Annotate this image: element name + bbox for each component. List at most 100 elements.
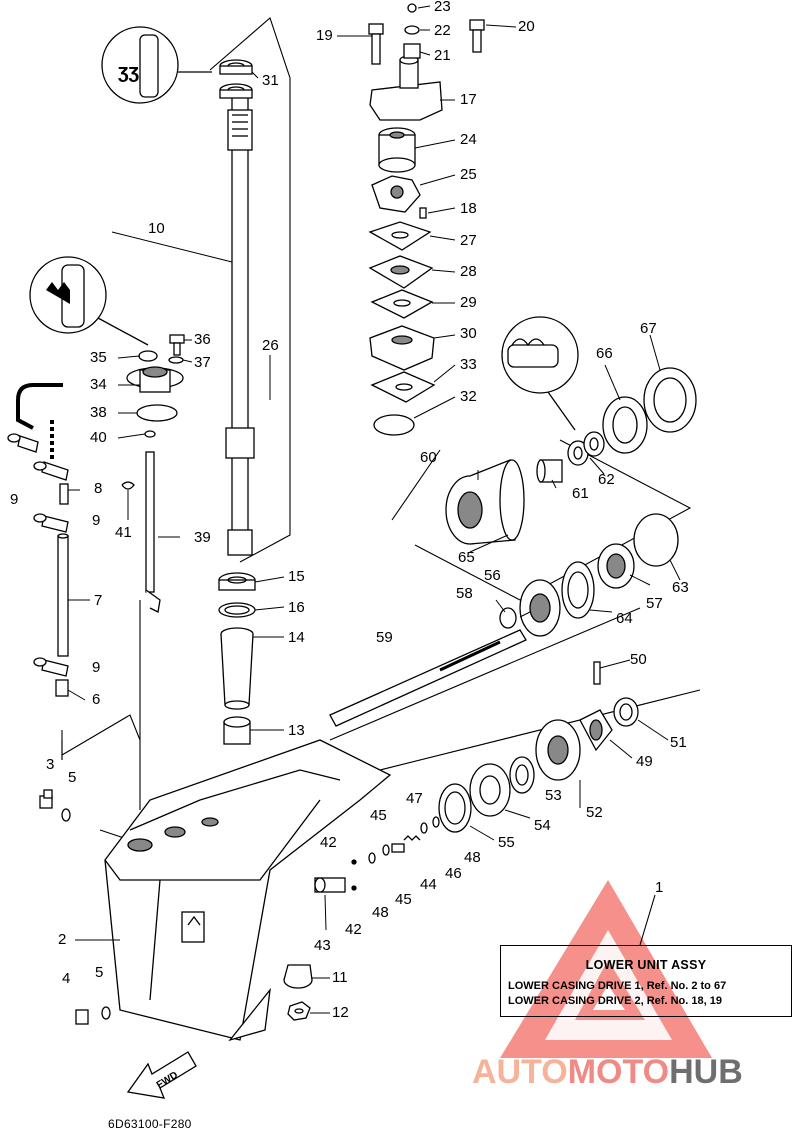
callout-46: 46 [445,865,462,882]
pump-base-30 [369,325,435,371]
callout-39: 39 [194,529,211,546]
callout-49: 49 [636,753,653,770]
o-ring-38 [136,404,178,422]
callout-leader-lines [67,5,681,1014]
impeller-25 [371,175,421,213]
gasket-27 [368,221,432,251]
sealant-symbol-icon: ʒʒ [101,26,212,104]
bolt-36 [169,334,185,356]
pump-housing-17 [369,55,443,121]
washer-5 [61,808,111,1020]
callout-35: 35 [90,349,107,366]
bushing-35 [138,350,158,362]
o-ring-63 [633,513,679,567]
fwd-arrow-icon [126,1051,197,1099]
callout-3: 3 [46,756,55,773]
callout-9: 9 [10,491,19,508]
callout-31: 31 [262,72,279,89]
callout-64: 64 [616,610,633,627]
clamp-9 [7,433,69,677]
callout-66: 66 [596,345,613,362]
insert-cartridge-24 [378,127,416,173]
outer-plate-28 [368,255,434,289]
callout-36: 36 [194,331,211,348]
callout-7: 7 [94,592,103,609]
callout-21: 21 [434,47,451,64]
shim-55 [438,783,472,833]
screw-6 [55,679,69,697]
lower-casing-2 [104,739,392,1042]
pin-23 [407,3,417,13]
legend-box: LOWER UNIT ASSY LOWER CASING DRIVE 1, Re… [500,945,792,1017]
callout-51: 51 [670,734,687,751]
callout-10: 10 [148,220,165,237]
callout-55: 55 [498,834,515,851]
callout-6: 6 [92,691,101,708]
cross-pin-50 [593,661,601,685]
callout-59: 59 [376,629,393,646]
callout-47: 47 [406,790,423,807]
o-ring-40 [144,430,156,438]
callout-19: 19 [316,27,333,44]
callout-2: 2 [58,931,67,948]
oil-seals-62 [567,431,605,466]
shift-rod-boot-34 [126,366,184,393]
sleeve-21 [403,43,421,59]
callout-65: 65 [458,549,475,566]
diagram-code: 6D63100-F280 [108,1117,192,1131]
legend-line-2: LOWER CASING DRIVE 2, Ref. No. 18, 19 [508,995,722,1007]
bearing-housing-60 [445,459,525,545]
bearing-15 [218,572,256,591]
reverse-gear-52 [535,719,581,781]
oil-symbol-icon [501,316,579,431]
callout-11: 11 [332,969,348,986]
shim-58 [499,607,517,629]
watermark-triangle-logo [500,880,712,1058]
callout-26: 26 [262,337,279,354]
callout-34: 34 [90,376,107,393]
water-tube-7 [57,533,69,657]
callout-9: 9 [92,512,101,529]
callout-22: 22 [434,22,451,39]
callout-40: 40 [90,429,107,446]
callout-27: 27 [460,232,477,249]
ring-nut-67 [643,367,697,433]
callout-1: 1 [655,879,664,896]
legend-title: LOWER UNIT ASSY [585,958,707,972]
callout-28: 28 [460,263,477,280]
spring-51 [613,697,639,727]
screw-8 [59,483,69,505]
callout-29: 29 [460,294,477,311]
watermark-part-1: AUTO [472,1053,568,1091]
oil-seals-31 [219,59,253,99]
water-hose-clamp [16,383,63,460]
callout-12: 12 [332,1004,349,1021]
callout-67: 67 [640,320,657,337]
callout-18: 18 [460,200,477,217]
pins-42 [351,859,357,891]
callout-17: 17 [460,91,477,108]
callout-42: 42 [320,834,337,851]
callout-5: 5 [68,769,77,786]
shim-64 [561,561,595,619]
forward-gear-56 [519,579,561,637]
callout-45: 45 [395,891,412,908]
o-ring-32 [373,414,415,436]
callout-54: 54 [534,817,551,834]
callout-20: 20 [518,18,535,35]
bearing-54 [469,763,511,817]
callout-45: 45 [370,807,387,824]
watermark-part-3: HUB [669,1053,743,1091]
callout-13: 13 [288,722,305,739]
washer-37 [168,356,184,364]
callout-4: 4 [62,970,71,987]
callout-58: 58 [456,585,473,602]
callout-50: 50 [630,651,647,668]
bolt-3 [39,789,53,809]
callout-44: 44 [420,876,437,893]
callout-25: 25 [460,166,477,183]
callout-23: 23 [434,0,451,15]
callout-38: 38 [90,404,107,421]
callout-53: 53 [545,787,562,804]
callout-9: 9 [92,659,101,676]
